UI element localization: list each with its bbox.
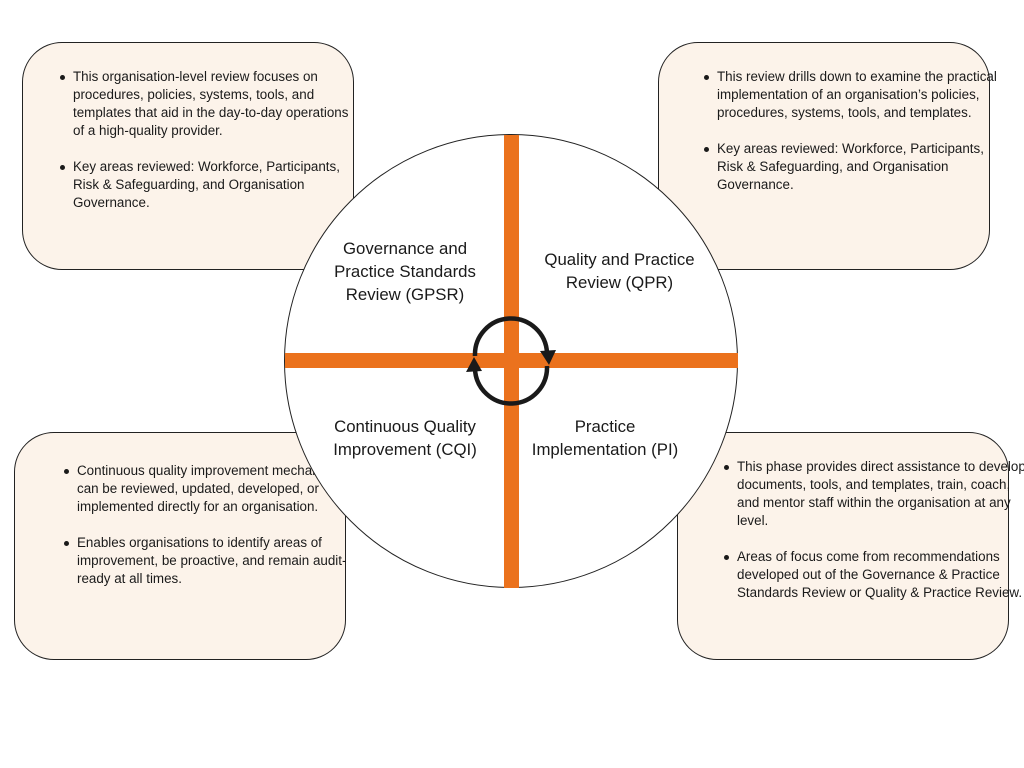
arrowhead-right-icon — [540, 350, 556, 365]
pi-description-box: This phase provides direct assistance to… — [677, 432, 1024, 660]
quadrant-title-cqi: Continuous Quality Improvement (CQI) — [333, 417, 477, 459]
arrowhead-left-icon — [466, 357, 482, 372]
qpr-description-box: This review drills down to examine the p… — [658, 42, 997, 270]
cqi-description-box: Continuous quality improvement mechanism… — [14, 432, 347, 660]
bullet-item: Enables organisations to identify areas … — [64, 534, 362, 588]
quadrant-title-gpsr: Governance and Practice Standards Review… — [334, 239, 476, 304]
horizontal-divider — [285, 353, 738, 368]
cycle-arc-top — [472, 316, 550, 357]
bullet-item: Key areas reviewed: Workforce, Participa… — [60, 158, 363, 212]
gpsr-bullets: This organisation-level review focuses o… — [23, 68, 363, 230]
pi-bullets: This phase provides direct assistance to… — [687, 458, 1024, 620]
bullet-item: Key areas reviewed: Workforce, Participa… — [704, 140, 1007, 194]
bullet-item: Areas of focus come from recommendations… — [724, 548, 1024, 602]
gpsr-description-box: This organisation-level review focuses o… — [22, 42, 354, 270]
bullet-item: This phase provides direct assistance to… — [724, 458, 1024, 530]
quadrant-title-qpr: Quality and Practice Review (QPR) — [544, 250, 695, 292]
cycle-arc-bottom — [472, 365, 550, 406]
quadrant-title-pi: Practice Implementation (PI) — [531, 417, 679, 459]
bullet-item: Continuous quality improvement mechanism… — [64, 462, 362, 516]
bullet-item: This organisation-level review focuses o… — [60, 68, 363, 140]
cqi-bullets: Continuous quality improvement mechanism… — [27, 462, 362, 606]
bullet-item: This review drills down to examine the p… — [704, 68, 1007, 122]
cycle-arrows-icon — [466, 316, 556, 406]
qpr-bullets: This review drills down to examine the p… — [667, 68, 1007, 212]
